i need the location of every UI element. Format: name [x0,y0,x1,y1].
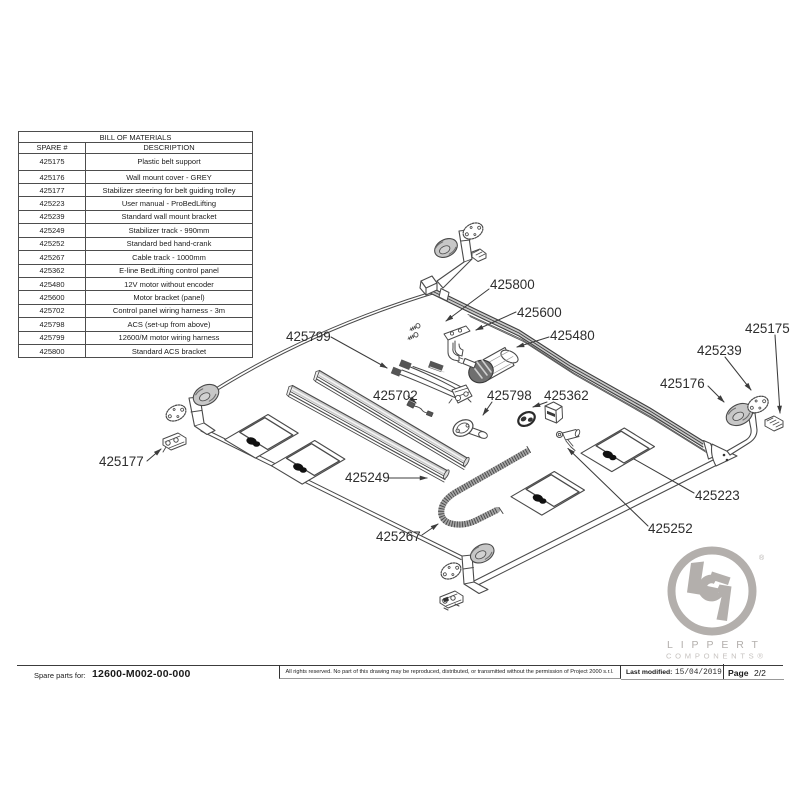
svg-text:425267: 425267 [376,529,421,544]
svg-text:COMPONENTS®: COMPONENTS® [666,652,767,661]
svg-text:425176: 425176 [660,376,705,391]
svg-text:425800: 425800 [490,277,535,292]
svg-text:LIPPERT: LIPPERT [667,639,766,651]
svg-text:425175: 425175 [745,321,790,336]
svg-text:425177: 425177 [99,454,144,469]
svg-text:425798: 425798 [487,388,532,403]
svg-text:425362: 425362 [544,388,589,403]
svg-text:®: ® [759,554,765,562]
svg-text:425799: 425799 [286,329,331,344]
svg-text:425249: 425249 [345,470,390,485]
svg-text:425239: 425239 [697,343,742,358]
svg-text:425702: 425702 [373,388,418,403]
svg-text:425480: 425480 [550,328,595,343]
svg-text:425252: 425252 [648,521,693,536]
svg-text:425600: 425600 [517,305,562,320]
svg-text:425223: 425223 [695,488,740,503]
